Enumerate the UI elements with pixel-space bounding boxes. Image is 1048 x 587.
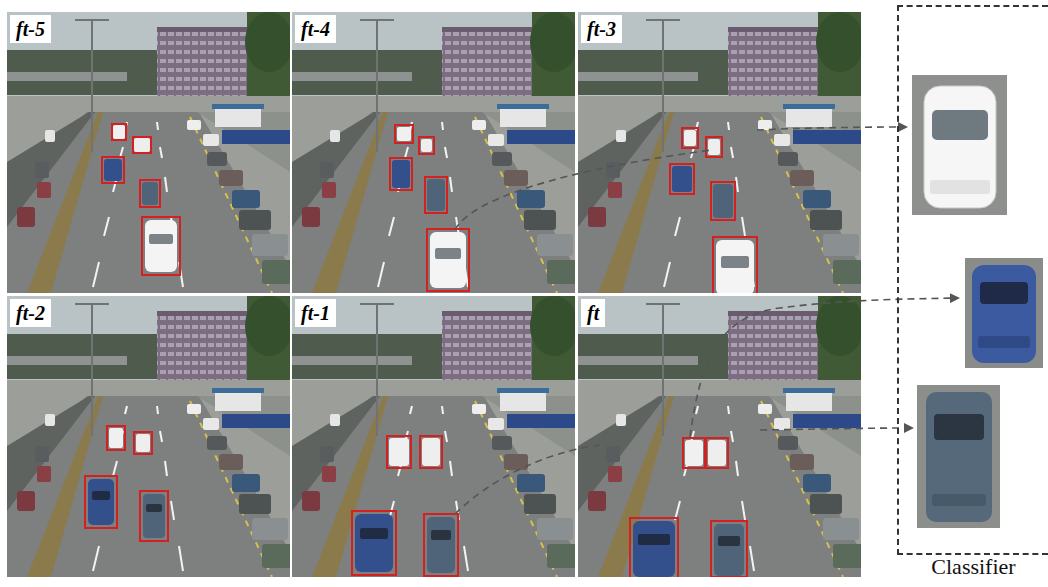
frame-label: ft <box>581 299 605 327</box>
video-frame: ft-3 <box>578 12 862 292</box>
frame-label: ft-2 <box>10 299 51 327</box>
car-crop <box>965 258 1043 368</box>
video-frame: ft-1 <box>292 296 575 577</box>
car-crop <box>912 75 1007 215</box>
video-frame: ft <box>578 296 862 577</box>
video-frame: ft-5 <box>7 12 290 292</box>
frame-label: ft-1 <box>295 299 336 327</box>
video-frame: ft-2 <box>7 296 290 577</box>
frame-label: ft-3 <box>581 15 622 43</box>
frame-label: ft-4 <box>295 15 336 43</box>
frame-label: ft-5 <box>10 15 51 43</box>
video-frame: ft-4 <box>292 12 575 292</box>
classifier-label: Classifier <box>899 554 1048 580</box>
car-crop <box>917 385 1000 528</box>
classifier-box: Classifier <box>897 5 1048 555</box>
